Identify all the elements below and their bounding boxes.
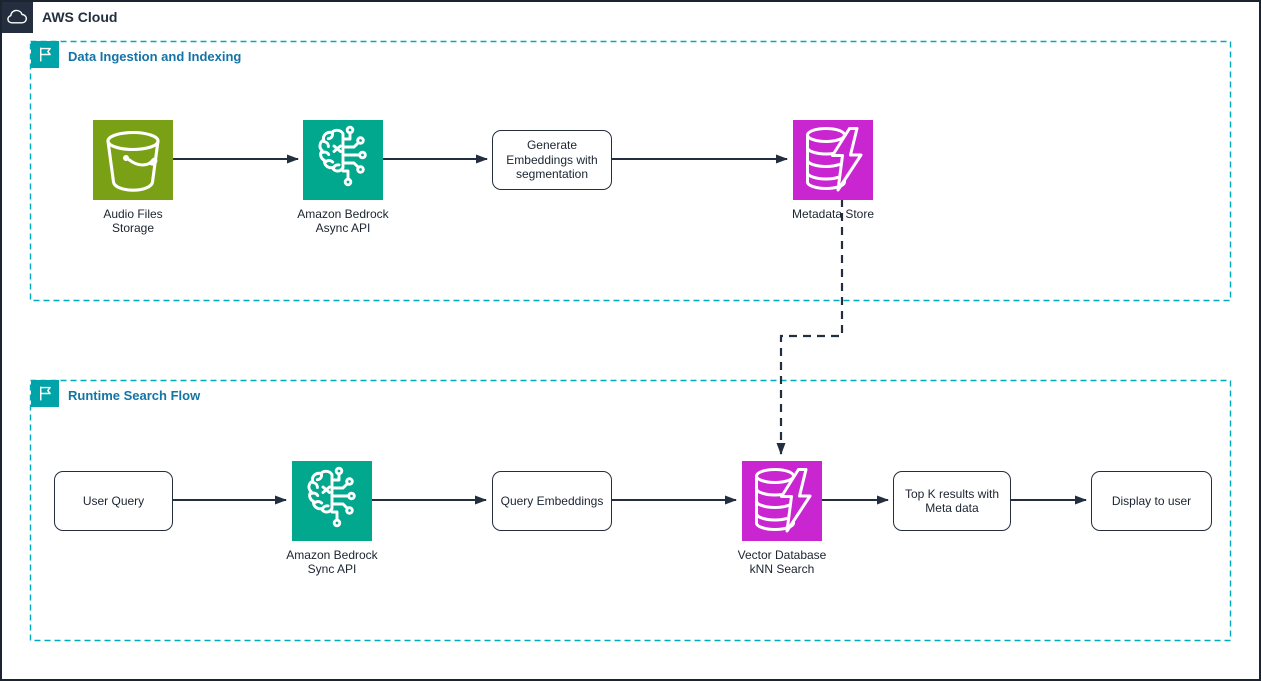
group-data-ingestion-border (29, 40, 1232, 302)
node-query-embeddings: Query Embeddings (492, 471, 612, 531)
database-lightning-icon (755, 468, 812, 533)
node-top-k-results: Top K results with Meta data (893, 471, 1011, 531)
node-user-query: User Query (54, 471, 173, 531)
group-runtime-search-label: Runtime Search Flow (68, 388, 201, 403)
group-runtime-search-badge (31, 380, 59, 407)
page-title: AWS Cloud (42, 9, 118, 25)
node-display-to-user: Display to user (1091, 471, 1212, 531)
node-generate-embeddings: Generate Embeddings with segmentation (492, 130, 612, 190)
s3-bucket-icon (106, 130, 160, 192)
node-metadata-store (793, 120, 873, 200)
node-audio-files-storage-label: Audio Files Storage (103, 207, 163, 236)
node-metadata-store-label: Metadata Store (791, 207, 875, 221)
node-bedrock-async (303, 120, 383, 200)
node-vector-database-label: Vector Database kNN Search (737, 548, 827, 577)
edge-metadata-to-vector-db (776, 199, 844, 455)
node-audio-files-storage (93, 120, 173, 200)
bedrock-brain-circuit-icon (307, 466, 356, 528)
node-bedrock-sync-label: Amazon Bedrock Sync API (286, 548, 378, 577)
group-data-ingestion-label: Data Ingestion and Indexing (68, 49, 242, 64)
group-runtime-search-border (29, 379, 1232, 642)
cloud-icon (6, 9, 27, 24)
node-bedrock-async-label: Amazon Bedrock Async API (297, 207, 389, 236)
node-vector-database (742, 461, 822, 541)
node-bedrock-sync (292, 461, 372, 541)
aws-cloud-badge (2, 2, 33, 33)
flag-icon (40, 386, 51, 401)
bedrock-brain-circuit-icon (318, 125, 367, 187)
database-lightning-icon (806, 127, 863, 192)
group-data-ingestion-badge (31, 41, 59, 68)
flag-icon (40, 47, 51, 62)
